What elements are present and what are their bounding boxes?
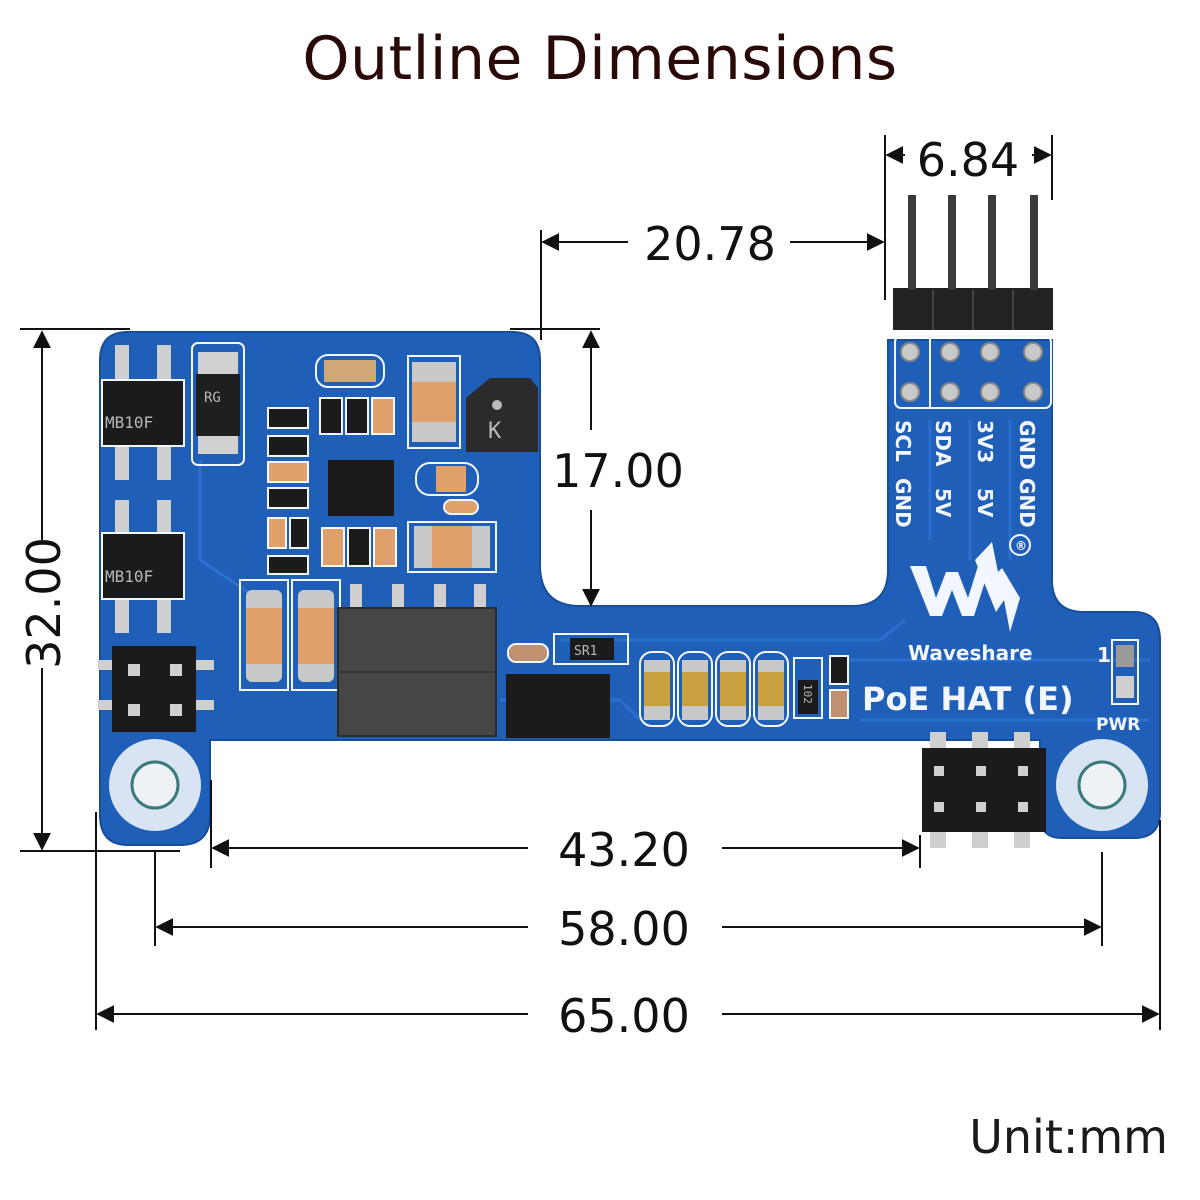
sense-resistor-label: SR1 [574, 644, 597, 659]
pin-label-scl: SCL [891, 420, 915, 462]
header-pin [1030, 195, 1038, 290]
dim-hole-spacing: 58.00 [558, 902, 690, 956]
dimension-lines [20, 135, 1161, 1030]
header-pin [988, 195, 996, 290]
dim-notch-depth: 17.00 [552, 444, 684, 498]
mounting-hole-left [109, 739, 201, 831]
resistor-label: 102 [801, 684, 814, 704]
pmic-chip [328, 460, 394, 516]
inductor: K [466, 378, 538, 452]
brand-label: Waveshare [908, 641, 1033, 665]
pin-labels: SCL GND SDA 5V 3V3 5V GND GND [891, 420, 1039, 528]
small-passives [267, 397, 397, 575]
pcb-traces [198, 420, 1150, 722]
product-name: PoE HAT (E) [862, 680, 1074, 718]
pin-header [893, 195, 1053, 409]
led-marker: 1 [1097, 643, 1111, 667]
pin-label-3v3: 3V3 [973, 420, 997, 463]
dim-hole-to-connector: 43.20 [558, 823, 690, 877]
dim-notch-width: 20.78 [644, 217, 776, 271]
capacitors-vertical [239, 579, 341, 691]
header-pin [948, 195, 956, 290]
mounting-hole-right [1056, 739, 1148, 831]
page-title: Outline Dimensions [302, 24, 898, 94]
capacitor-large [407, 355, 461, 449]
rectifier-2-label: MB10F [105, 567, 153, 586]
pin-label-gnd-3: GND [1015, 478, 1039, 528]
diode-rg: RG [191, 342, 245, 466]
capacitor-bank [639, 651, 789, 727]
dim-board-height: 32.00 [17, 537, 71, 669]
capacitor-bottom [407, 521, 497, 573]
power-led [1111, 639, 1139, 705]
connector-2x2 [98, 646, 214, 732]
rectifier-1-label: MB10F [105, 413, 153, 432]
transformer [337, 584, 497, 737]
dim-board-width: 65.00 [558, 989, 690, 1043]
pin-label-5v-2: 5V [973, 488, 997, 518]
capacitor-mid [415, 462, 479, 515]
pin-label-gnd-1: GND [891, 478, 915, 528]
waveshare-logo-icon: ® [910, 534, 1031, 632]
pin-label-5v-1: 5V [931, 488, 955, 518]
capacitor-top [315, 354, 385, 388]
dim-header-pitch: 6.84 [917, 133, 1019, 187]
registered-mark: ® [1015, 539, 1027, 553]
mosfet [506, 674, 610, 738]
unit-label: Unit:mm [969, 1110, 1168, 1164]
resistor-102: 102 [793, 655, 849, 719]
bridge-rectifier-2: MB10F [101, 500, 185, 633]
connector-2x3 [922, 732, 1046, 848]
pwr-label: PWR [1096, 715, 1140, 735]
pin-label-gnd-2: GND [1015, 420, 1039, 470]
sense-resistor: SR1 [507, 633, 629, 665]
inductor-label: K [488, 419, 502, 444]
diode-label: RG [204, 390, 221, 406]
bridge-rectifier-1: MB10F [101, 345, 185, 480]
pin-label-sda: SDA [931, 420, 955, 467]
header-pin [908, 195, 916, 290]
